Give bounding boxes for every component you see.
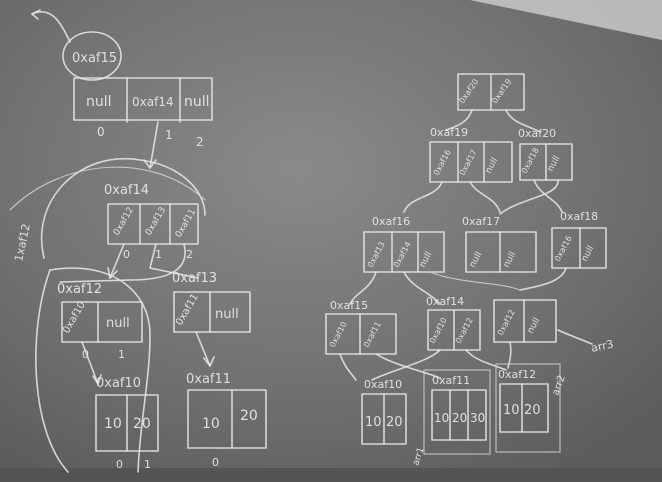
left-n13-label: 0xaf13	[172, 271, 217, 286]
left-n10-cell-0: 10	[104, 416, 122, 432]
right-a10-cell-0: 10	[365, 415, 382, 430]
left-n11-label: 0xaf11	[186, 372, 231, 387]
left-n10-index-1: 1	[144, 458, 151, 471]
left-n12-index-1: 1	[118, 348, 125, 361]
right-a12-cell-1: 20	[524, 403, 541, 418]
left-n10-index-0: 0	[116, 458, 123, 471]
left-diagram: 0xaf15 null 0xaf14 null 0 1 2 0xaf14 0xa…	[9, 9, 267, 473]
left-root-cell-2: null	[184, 94, 210, 110]
left-root-label: 0xaf15	[72, 51, 117, 66]
left-n13-cell-1: null	[215, 307, 239, 322]
right-a11-label: 0xaf11	[432, 374, 470, 387]
left-n10-cell-1: 20	[133, 416, 151, 432]
left-n12-cell-1: null	[106, 316, 130, 331]
right-a11-cell-0: 10	[434, 411, 449, 425]
right-a10-cell-1: 20	[386, 415, 403, 430]
left-n11-index-0: 0	[212, 456, 219, 469]
right-n18-label: 0xaf18	[560, 210, 598, 223]
right-n14-label: 0xaf14	[426, 295, 464, 308]
right-a10-label: 0xaf10	[364, 378, 402, 391]
left-n10-label: 0xaf10	[96, 376, 141, 391]
left-root-index-0: 0	[97, 125, 105, 139]
right-a11-cell-2: 30	[470, 411, 485, 425]
left-n14-index-1: 1	[155, 248, 162, 261]
left-root-index-2: 2	[196, 135, 204, 149]
right-a12-label: 0xaf12	[498, 368, 536, 381]
right-a12-cell-0: 10	[503, 403, 520, 418]
left-root-cell-1: 0xaf14	[132, 95, 174, 109]
board-frame-top	[470, 0, 662, 40]
left-root-cell-0: null	[86, 94, 112, 110]
left-n11-cell-1: 20	[240, 408, 258, 424]
right-n19-label: 0xaf19	[430, 126, 468, 139]
left-n12-label: 0xaf12	[57, 282, 102, 297]
right-n15-label: 0xaf15	[330, 299, 368, 312]
left-root-index-1: 1	[165, 128, 173, 142]
left-n14-label: 0xaf14	[104, 183, 149, 198]
left-n14-index-0: 0	[123, 248, 130, 261]
left-n14-index-2: 2	[186, 248, 193, 261]
right-a11-cell-1: 20	[452, 411, 467, 425]
right-n20-label: 0xaf20	[518, 127, 556, 140]
right-n16-label: 0xaf16	[372, 215, 410, 228]
right-n17-label: 0xaf17	[462, 215, 500, 228]
right-diagram: 0xaf20 0xaf19 0xaf19 0xaf16 0xaf17 null …	[325, 73, 615, 467]
board-frame-bottom	[0, 468, 662, 482]
left-n12-index-0: 0	[82, 348, 89, 361]
left-n11-cell-0: 10	[202, 416, 220, 432]
right-note-arr3: arr3	[590, 338, 615, 355]
